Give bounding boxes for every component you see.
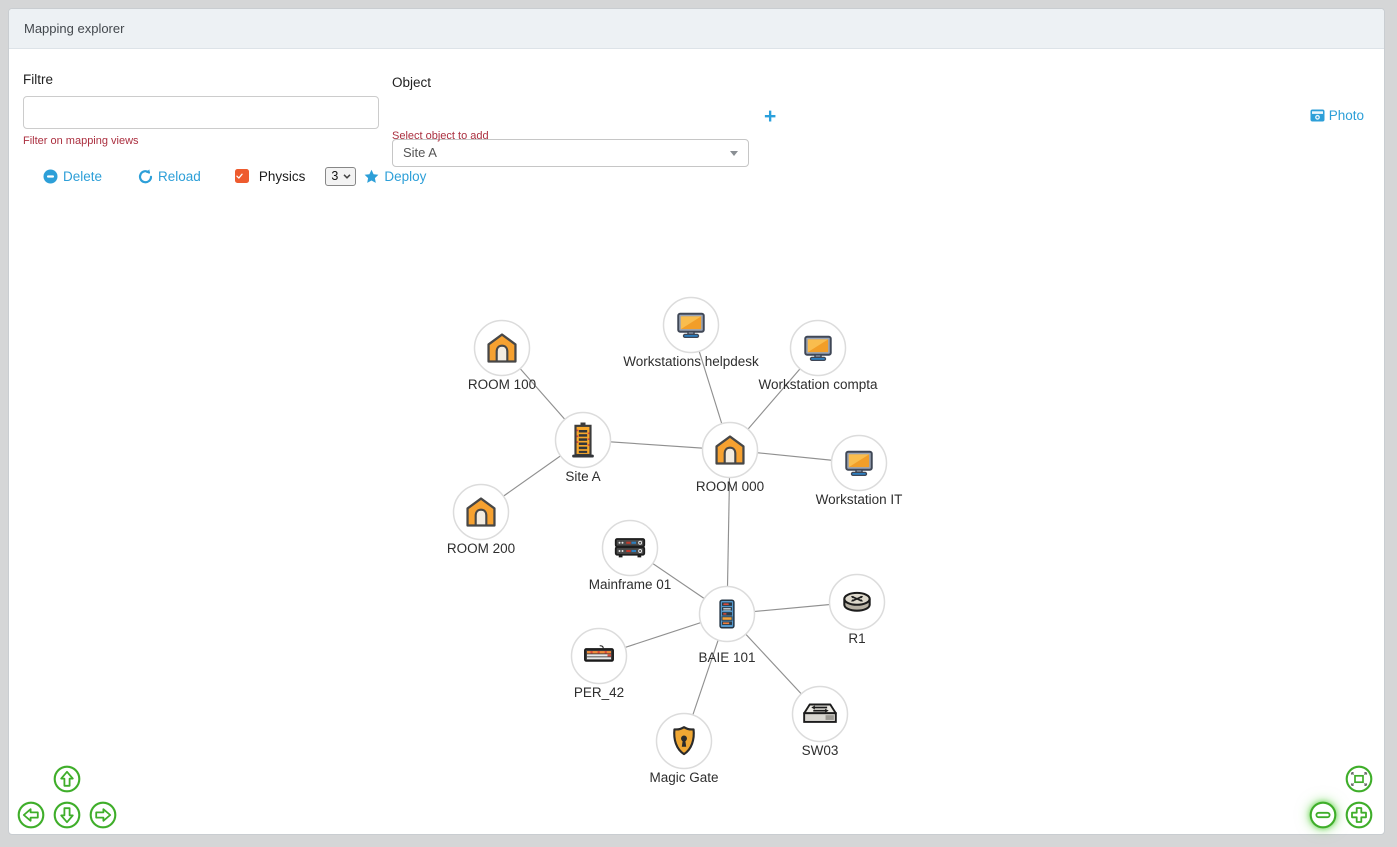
zoom-out-button[interactable] — [1309, 801, 1337, 829]
rack-icon — [718, 599, 736, 629]
graph-node-mainframe01[interactable]: Mainframe 01 — [589, 519, 672, 593]
graph-node-baie101[interactable]: BAIE 101 — [698, 585, 756, 666]
physics-toggle: Physics — [234, 168, 306, 184]
pan-right-button[interactable] — [89, 801, 117, 829]
zoom-in-button[interactable] — [1345, 801, 1373, 829]
graph-node-ws_it[interactable]: Workstation IT — [816, 434, 903, 508]
graph-node-room200[interactable]: ROOM 200 — [447, 483, 515, 557]
graph-node-ws_helpdesk[interactable]: Workstations helpdesk — [623, 296, 759, 370]
graph-toolbar: Delete Reload Physics 3 — [43, 166, 426, 186]
chevron-down-icon — [343, 173, 351, 179]
delete-button[interactable]: Delete — [43, 169, 102, 184]
graph-node-sw03[interactable]: SW03 — [791, 685, 849, 759]
graph-node-label: ROOM 100 — [468, 377, 536, 392]
graph-node-label: SW03 — [802, 743, 839, 758]
graph-node-label: R1 — [848, 631, 865, 646]
minus-circle-icon — [43, 169, 58, 183]
building-icon — [571, 421, 595, 459]
filter-input[interactable] — [23, 96, 379, 129]
graph-node-label: Workstations helpdesk — [623, 354, 759, 369]
reload-button[interactable]: Reload — [138, 169, 201, 184]
graph-node-ws_compta[interactable]: Workstation compta — [758, 319, 878, 393]
graph-node-label: Workstation IT — [816, 492, 903, 507]
filter-help-text: Filter on mapping views — [23, 135, 139, 147]
graph-node-r1[interactable]: R1 — [828, 573, 886, 647]
photo-icon — [1310, 109, 1325, 122]
graph-node-label: Magic Gate — [649, 770, 718, 785]
delete-label: Delete — [63, 168, 103, 184]
physics-label: Physics — [258, 168, 306, 184]
object-select[interactable]: Site A — [392, 139, 749, 167]
mainframe-icon — [614, 537, 646, 559]
graph-node-label: ROOM 000 — [696, 479, 764, 494]
deploy-label: Deploy — [384, 168, 427, 184]
star-icon — [364, 169, 379, 183]
minus-icon — [1309, 801, 1337, 829]
mapping-explorer-panel: Mapping explorer ROOM 100 Workstations he… — [8, 8, 1385, 835]
object-select-value: Site A — [403, 145, 437, 160]
refresh-icon — [138, 168, 153, 183]
plus-icon — [1345, 801, 1373, 829]
network-graph-canvas[interactable]: ROOM 100 Workstations helpdeskWorkstation… — [9, 9, 1386, 836]
arrow-up-icon — [53, 765, 81, 793]
graph-node-room100[interactable]: ROOM 100 — [468, 319, 536, 393]
arrow-left-icon — [17, 801, 45, 829]
photo-button[interactable]: Photo — [1310, 108, 1364, 123]
graph-node-label: ROOM 200 — [447, 541, 515, 556]
graph-node-label: Workstation compta — [758, 377, 878, 392]
panel-header: Mapping explorer — [9, 9, 1384, 49]
pan-up-button[interactable] — [53, 765, 81, 793]
graph-node-label: PER_42 — [574, 685, 624, 700]
level-select[interactable]: 3 — [325, 166, 357, 186]
graph-node-room000[interactable]: ROOM 000 — [696, 421, 764, 495]
arrow-right-icon — [89, 801, 117, 829]
check-icon — [236, 173, 243, 179]
physics-checkbox[interactable] — [234, 169, 249, 183]
zoom-fit-button[interactable] — [1345, 765, 1373, 793]
object-help-text: Select object to add — [392, 130, 489, 142]
chevron-down-icon — [730, 151, 738, 156]
graph-node-label: Mainframe 01 — [589, 577, 672, 592]
router-icon — [843, 591, 871, 612]
object-label: Object — [392, 75, 432, 90]
graph-node-siteA[interactable]: Site A — [554, 411, 612, 485]
add-object-button[interactable]: + — [764, 105, 777, 128]
filter-label: Filtre — [23, 72, 53, 87]
pan-down-button[interactable] — [53, 801, 81, 829]
graph-node-label: BAIE 101 — [698, 650, 755, 665]
pan-left-button[interactable] — [17, 801, 45, 829]
reload-label: Reload — [158, 168, 201, 184]
deploy-button[interactable]: Deploy — [364, 169, 426, 184]
switch-icon — [803, 703, 837, 724]
graph-node-per42[interactable]: PER_42 — [570, 627, 628, 701]
graph-node-label: Site A — [565, 469, 600, 484]
fit-extent-icon — [1345, 765, 1373, 793]
arrow-down-icon — [53, 801, 81, 829]
photo-label: Photo — [1328, 108, 1364, 123]
graph-node-magicgate[interactable]: Magic Gate — [649, 712, 719, 786]
panel-title: Mapping explorer — [24, 21, 125, 36]
level-select-value: 3 — [331, 169, 339, 183]
